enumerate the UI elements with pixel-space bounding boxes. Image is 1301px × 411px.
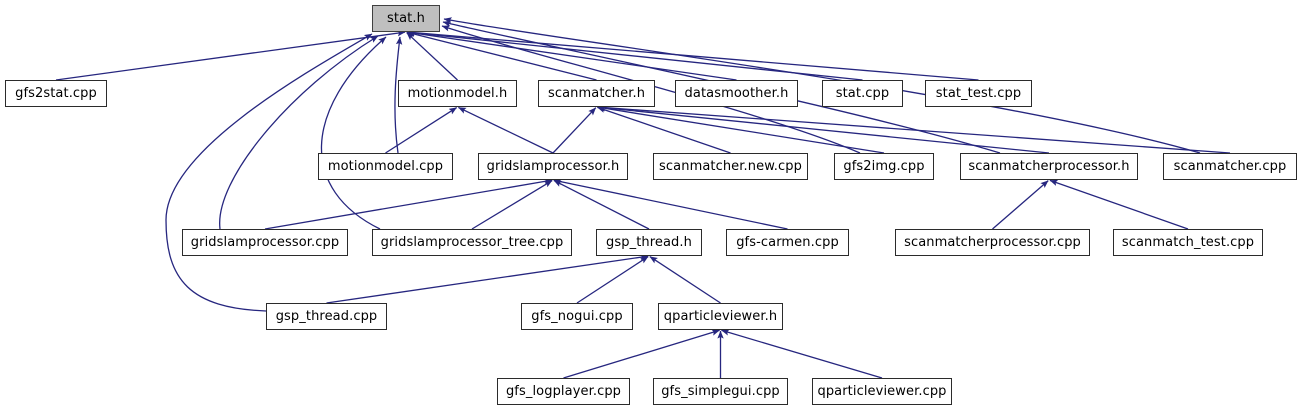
graph-node-scanmatcherprocessor-h[interactable]: scanmatcherprocessor.h <box>960 153 1138 180</box>
graph-node-label: gsp_thread.h <box>606 235 692 250</box>
graph-edge-gridslamprocessor-tree-cpp-to-gridslamprocessor-h <box>471 179 553 230</box>
graph-node-label: stat_test.cpp <box>935 86 1022 101</box>
graph-node-label: gsp_thread.cpp <box>275 309 378 324</box>
graph-node-scanmatcherprocessor-cpp[interactable]: scanmatcherprocessor.cpp <box>895 229 1090 256</box>
graph-node-label: stat.cpp <box>835 86 890 101</box>
graph-edge-scanmatcher-cpp-to-scanmatcher-h <box>597 104 1231 154</box>
graph-node-label: qparticleviewer.h <box>663 309 778 324</box>
graph-node-gfs-carmen-cpp[interactable]: gfs-carmen.cpp <box>726 229 849 256</box>
graph-node-label: gfs_nogui.cpp <box>531 309 623 324</box>
graph-node-label: gridslamprocessor.h <box>486 159 620 174</box>
graph-node-motionmodel-h[interactable]: motionmodel.h <box>398 80 517 107</box>
graph-edge-gridslamprocessor-cpp-to-stat-h <box>219 35 379 230</box>
graph-node-gridslamprocessor-cpp[interactable]: gridslamprocessor.cpp <box>182 229 348 256</box>
graph-node-qparticleviewer-cpp[interactable]: qparticleviewer.cpp <box>812 378 952 405</box>
graph-edge-stat-cpp-to-stat-h <box>406 29 863 81</box>
graph-edge-scanmatcherprocessor-h-to-scanmatcher-h <box>597 104 1050 154</box>
graph-node-gridslamprocessor-h[interactable]: gridslamprocessor.h <box>478 153 628 180</box>
graph-edge-gfs2img-cpp-to-scanmatcher-h <box>597 105 885 154</box>
graph-node-label: stat.h <box>387 11 425 26</box>
graph-node-label: gfs_logplayer.cpp <box>505 384 622 399</box>
graph-edge-gfs-carmen-cpp-to-gridslamprocessor-h <box>553 178 788 230</box>
graph-node-label: scanmatcher.h <box>547 86 646 101</box>
graph-edge-gfs-logplayer-cpp-to-qparticleviewer-h <box>563 329 720 379</box>
edges-group <box>55 17 1231 379</box>
graph-node-stat-test-cpp[interactable]: stat_test.cpp <box>925 80 1032 107</box>
graph-node-label: gfs_simplegui.cpp <box>661 384 780 399</box>
graph-node-label: gridslamprocessor.cpp <box>190 235 340 250</box>
graph-node-label: scanmatcherprocessor.h <box>968 159 1130 174</box>
graph-edge-gsp-thread-cpp-to-gsp-thread-h <box>326 254 649 304</box>
graph-edge-qparticleviewer-cpp-to-qparticleviewer-h <box>721 329 883 379</box>
graph-edge-scanmatcher-h-to-stat-h <box>406 30 597 81</box>
graph-node-gfs2img-cpp[interactable]: gfs2img.cpp <box>834 153 934 180</box>
graph-edge-gfs2stat-cpp-to-stat-h <box>55 29 406 81</box>
graph-edge-gsp-thread-h-to-gridslamprocessor-h <box>553 179 650 230</box>
graph-edge-datasmoother-h-to-stat-h <box>406 30 737 81</box>
graph-node-label: gridslamprocessor_tree.cpp <box>380 235 564 250</box>
graph-node-label: qparticleviewer.cpp <box>817 384 947 399</box>
graph-node-scanmatcher-cpp[interactable]: scanmatcher.cpp <box>1163 153 1297 180</box>
graph-node-stat-h[interactable]: stat.h <box>372 5 440 32</box>
graph-node-gfs-nogui-cpp[interactable]: gfs_nogui.cpp <box>521 303 633 330</box>
graph-edge-motionmodel-cpp-to-motionmodel-h <box>385 106 458 154</box>
graph-edge-gridslamprocessor-tree-cpp-to-stat-h <box>320 36 387 230</box>
graph-node-gsp-thread-h[interactable]: gsp_thread.h <box>596 229 702 256</box>
graph-node-gridslamprocessor-tree-cpp[interactable]: gridslamprocessor_tree.cpp <box>372 229 572 256</box>
graph-node-label: scanmatcher.cpp <box>1173 159 1287 174</box>
graph-node-label: motionmodel.h <box>407 86 508 101</box>
graph-node-gsp-thread-cpp[interactable]: gsp_thread.cpp <box>266 303 387 330</box>
graph-edge-scanmatcherprocessor-cpp-to-scanmatcherprocessor-h <box>992 180 1049 230</box>
graph-edge-qparticleviewer-h-to-gsp-thread-h <box>649 256 721 304</box>
graph-edge-stat-test-cpp-to-stat-h <box>406 29 979 81</box>
graph-edge-gridslamprocessor-h-to-scanmatcher-h <box>552 107 597 154</box>
graph-edge-motionmodel-h-to-stat-h <box>406 32 458 81</box>
graph-node-label: scanmatch_test.cpp <box>1121 235 1255 250</box>
graph-node-gfs-logplayer-cpp[interactable]: gfs_logplayer.cpp <box>497 378 630 405</box>
graph-node-gfs-simplegui-cpp[interactable]: gfs_simplegui.cpp <box>653 378 788 405</box>
graph-node-stat-cpp[interactable]: stat.cpp <box>822 80 903 107</box>
graph-node-label: scanmatcherprocessor.cpp <box>904 235 1081 250</box>
graph-node-scanmatch-test-cpp[interactable]: scanmatch_test.cpp <box>1113 229 1263 256</box>
graph-node-gfs2stat-cpp[interactable]: gfs2stat.cpp <box>5 80 107 107</box>
graph-node-label: datasmoother.h <box>684 86 789 101</box>
graph-node-label: scanmatcher.new.cpp <box>659 159 802 174</box>
graph-node-label: gfs-carmen.cpp <box>736 235 839 250</box>
graph-node-label: gfs2stat.cpp <box>15 86 97 101</box>
graph-edge-gridslamprocessor-h-to-motionmodel-h <box>458 106 554 154</box>
graph-edge-gfs-nogui-cpp-to-gsp-thread-h <box>576 256 649 304</box>
graph-node-scanmatcher-h[interactable]: scanmatcher.h <box>538 80 655 107</box>
graph-edge-scanmatch-test-cpp-to-scanmatcherprocessor-h <box>1049 179 1189 230</box>
graph-node-datasmoother-h[interactable]: datasmoother.h <box>675 80 798 107</box>
graph-edge-scanmatcher-new-cpp-to-scanmatcher-h <box>597 106 731 154</box>
graph-node-scanmatcher-new-cpp[interactable]: scanmatcher.new.cpp <box>653 153 808 180</box>
graph-node-motionmodel-cpp[interactable]: motionmodel.cpp <box>318 153 453 180</box>
graph-node-label: motionmodel.cpp <box>327 159 444 174</box>
graph-node-qparticleviewer-h[interactable]: qparticleviewer.h <box>658 303 783 330</box>
graph-edge-gridslamprocessor-cpp-to-gridslamprocessor-h <box>264 178 553 230</box>
graph-node-label: gfs2img.cpp <box>843 159 925 174</box>
